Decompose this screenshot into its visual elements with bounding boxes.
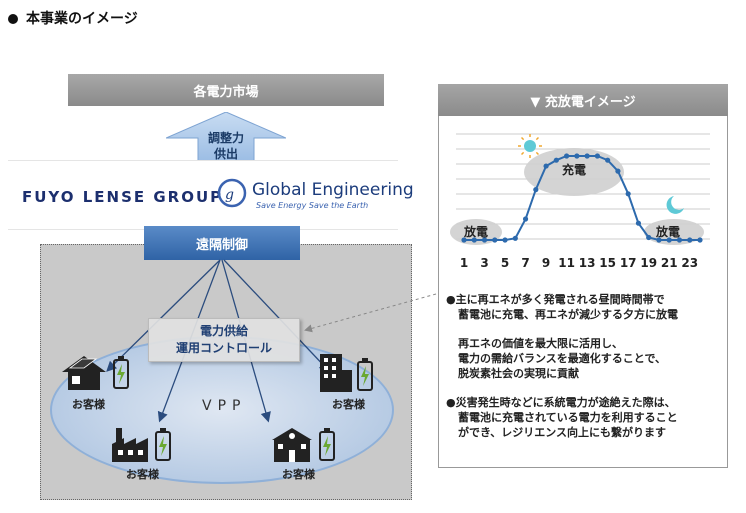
note-line-4: 電力の需給バランスを最適化することで、 [458, 352, 667, 365]
x-tick-label: 21 [661, 256, 678, 270]
ge-name: Global Engineering [252, 180, 414, 200]
page-title: 本事業のイメージ [8, 8, 138, 28]
data-point [605, 157, 611, 163]
adjust-label: 調整力 供出 [186, 130, 266, 162]
vpp-label: VPP [202, 398, 247, 414]
data-point [471, 237, 477, 243]
power-control-box: 電力供給 運用コントロール [148, 318, 300, 362]
x-tick-label: 11 [558, 256, 575, 270]
sun-ray [535, 136, 540, 141]
data-point [646, 234, 652, 241]
x-tick-label: 9 [542, 256, 550, 270]
x-tick-label: 13 [579, 256, 596, 270]
data-point [615, 168, 621, 174]
notes-block: ●主に再エネが多く発電される昼間時間帯で 蓄電池に充電、再エネが減少する夕方に放… [446, 292, 722, 440]
factory-icon [112, 428, 171, 462]
charge-highlight [524, 148, 624, 196]
data-point [625, 191, 631, 197]
data-point [533, 187, 539, 193]
page-title-text: 本事業のイメージ [26, 11, 138, 27]
x-tick-label: 15 [599, 256, 616, 270]
sun-ray [535, 151, 540, 156]
school-icon [272, 428, 335, 462]
discharge-label-left: 放電 [463, 224, 488, 239]
data-point [676, 237, 683, 243]
logo-strip [8, 160, 398, 230]
note-line-7: 蓄電池に充電されている電力を利用すること [458, 411, 678, 424]
data-point [635, 220, 642, 226]
data-point [512, 235, 518, 241]
data-point [697, 237, 703, 243]
data-point [687, 237, 693, 243]
data-point [502, 237, 508, 243]
up-arrow-icon [166, 112, 286, 176]
data-point [543, 163, 549, 169]
customer-label-house: お客様 [72, 398, 105, 411]
charge-label: 充電 [562, 162, 586, 177]
sun-ray [520, 151, 525, 156]
building-icon [320, 354, 373, 392]
sun-ray [520, 136, 525, 141]
x-tick-label: 3 [480, 256, 488, 270]
note-line-5: 脱炭素社会の実現に貢献 [458, 367, 579, 380]
charge-panel [438, 84, 728, 468]
customer-label-school: お客様 [282, 468, 315, 481]
market-box: 各電力市場 [68, 74, 384, 106]
panel-title: ▼ 充放電イメージ [530, 94, 636, 110]
control-label-2: 運用コントロール [175, 341, 272, 355]
svg-text:g: g [225, 187, 234, 203]
x-tick-label: 7 [521, 256, 529, 270]
sun-icon [524, 140, 536, 152]
data-point [656, 237, 662, 243]
note-line-2: 蓄電池に充電、再エネが減少する夕方に放電 [458, 308, 678, 321]
x-tick-label: 1 [460, 256, 468, 270]
data-point [481, 237, 488, 243]
customer-label-factory: お客様 [126, 468, 159, 481]
data-point [564, 153, 570, 159]
ge-tagline: Save Energy Save the Earth [256, 201, 369, 210]
house-solar-icon [62, 356, 129, 390]
data-point [553, 157, 559, 163]
fuyo-logo: FUYO LENSE GROUP [22, 188, 224, 206]
x-tick-label: 19 [640, 256, 657, 270]
data-point [461, 237, 467, 243]
remote-label: 遠隔制御 [195, 237, 248, 253]
data-point [522, 216, 529, 222]
market-label: 各電力市場 [193, 84, 259, 100]
x-tick-label: 5 [501, 256, 509, 270]
x-tick-label: 17 [620, 256, 637, 270]
discharge-label-right: 放電 [655, 224, 680, 239]
note-line-6: ●災害発生時などに系統電力が途絶えた際は、 [446, 396, 676, 409]
note-line-8: ができ、レジリエンス向上にも繋がります [458, 426, 667, 439]
data-point [574, 153, 580, 159]
note-line-3: 再エネの価値を最大限に活用し、 [458, 337, 623, 350]
moon-icon [666, 196, 684, 214]
data-point [594, 153, 600, 159]
data-point [492, 237, 498, 243]
control-label-1: 電力供給 [199, 324, 248, 338]
remote-control-box: 遠隔制御 [144, 226, 300, 260]
x-tick-label: 23 [681, 256, 698, 270]
charge-panel-header: ▼ 充放電イメージ [438, 84, 728, 116]
note-line-1: ●主に再エネが多く発電される昼間時間帯で [446, 293, 665, 306]
customer-label-building: お客様 [332, 398, 365, 411]
adjust-label-1: 調整力 [207, 131, 244, 145]
data-point [584, 153, 590, 159]
adjust-label-2: 供出 [213, 147, 238, 161]
bullet-icon [8, 14, 18, 24]
ge-logo-icon: g [217, 178, 247, 208]
data-point [666, 237, 672, 243]
